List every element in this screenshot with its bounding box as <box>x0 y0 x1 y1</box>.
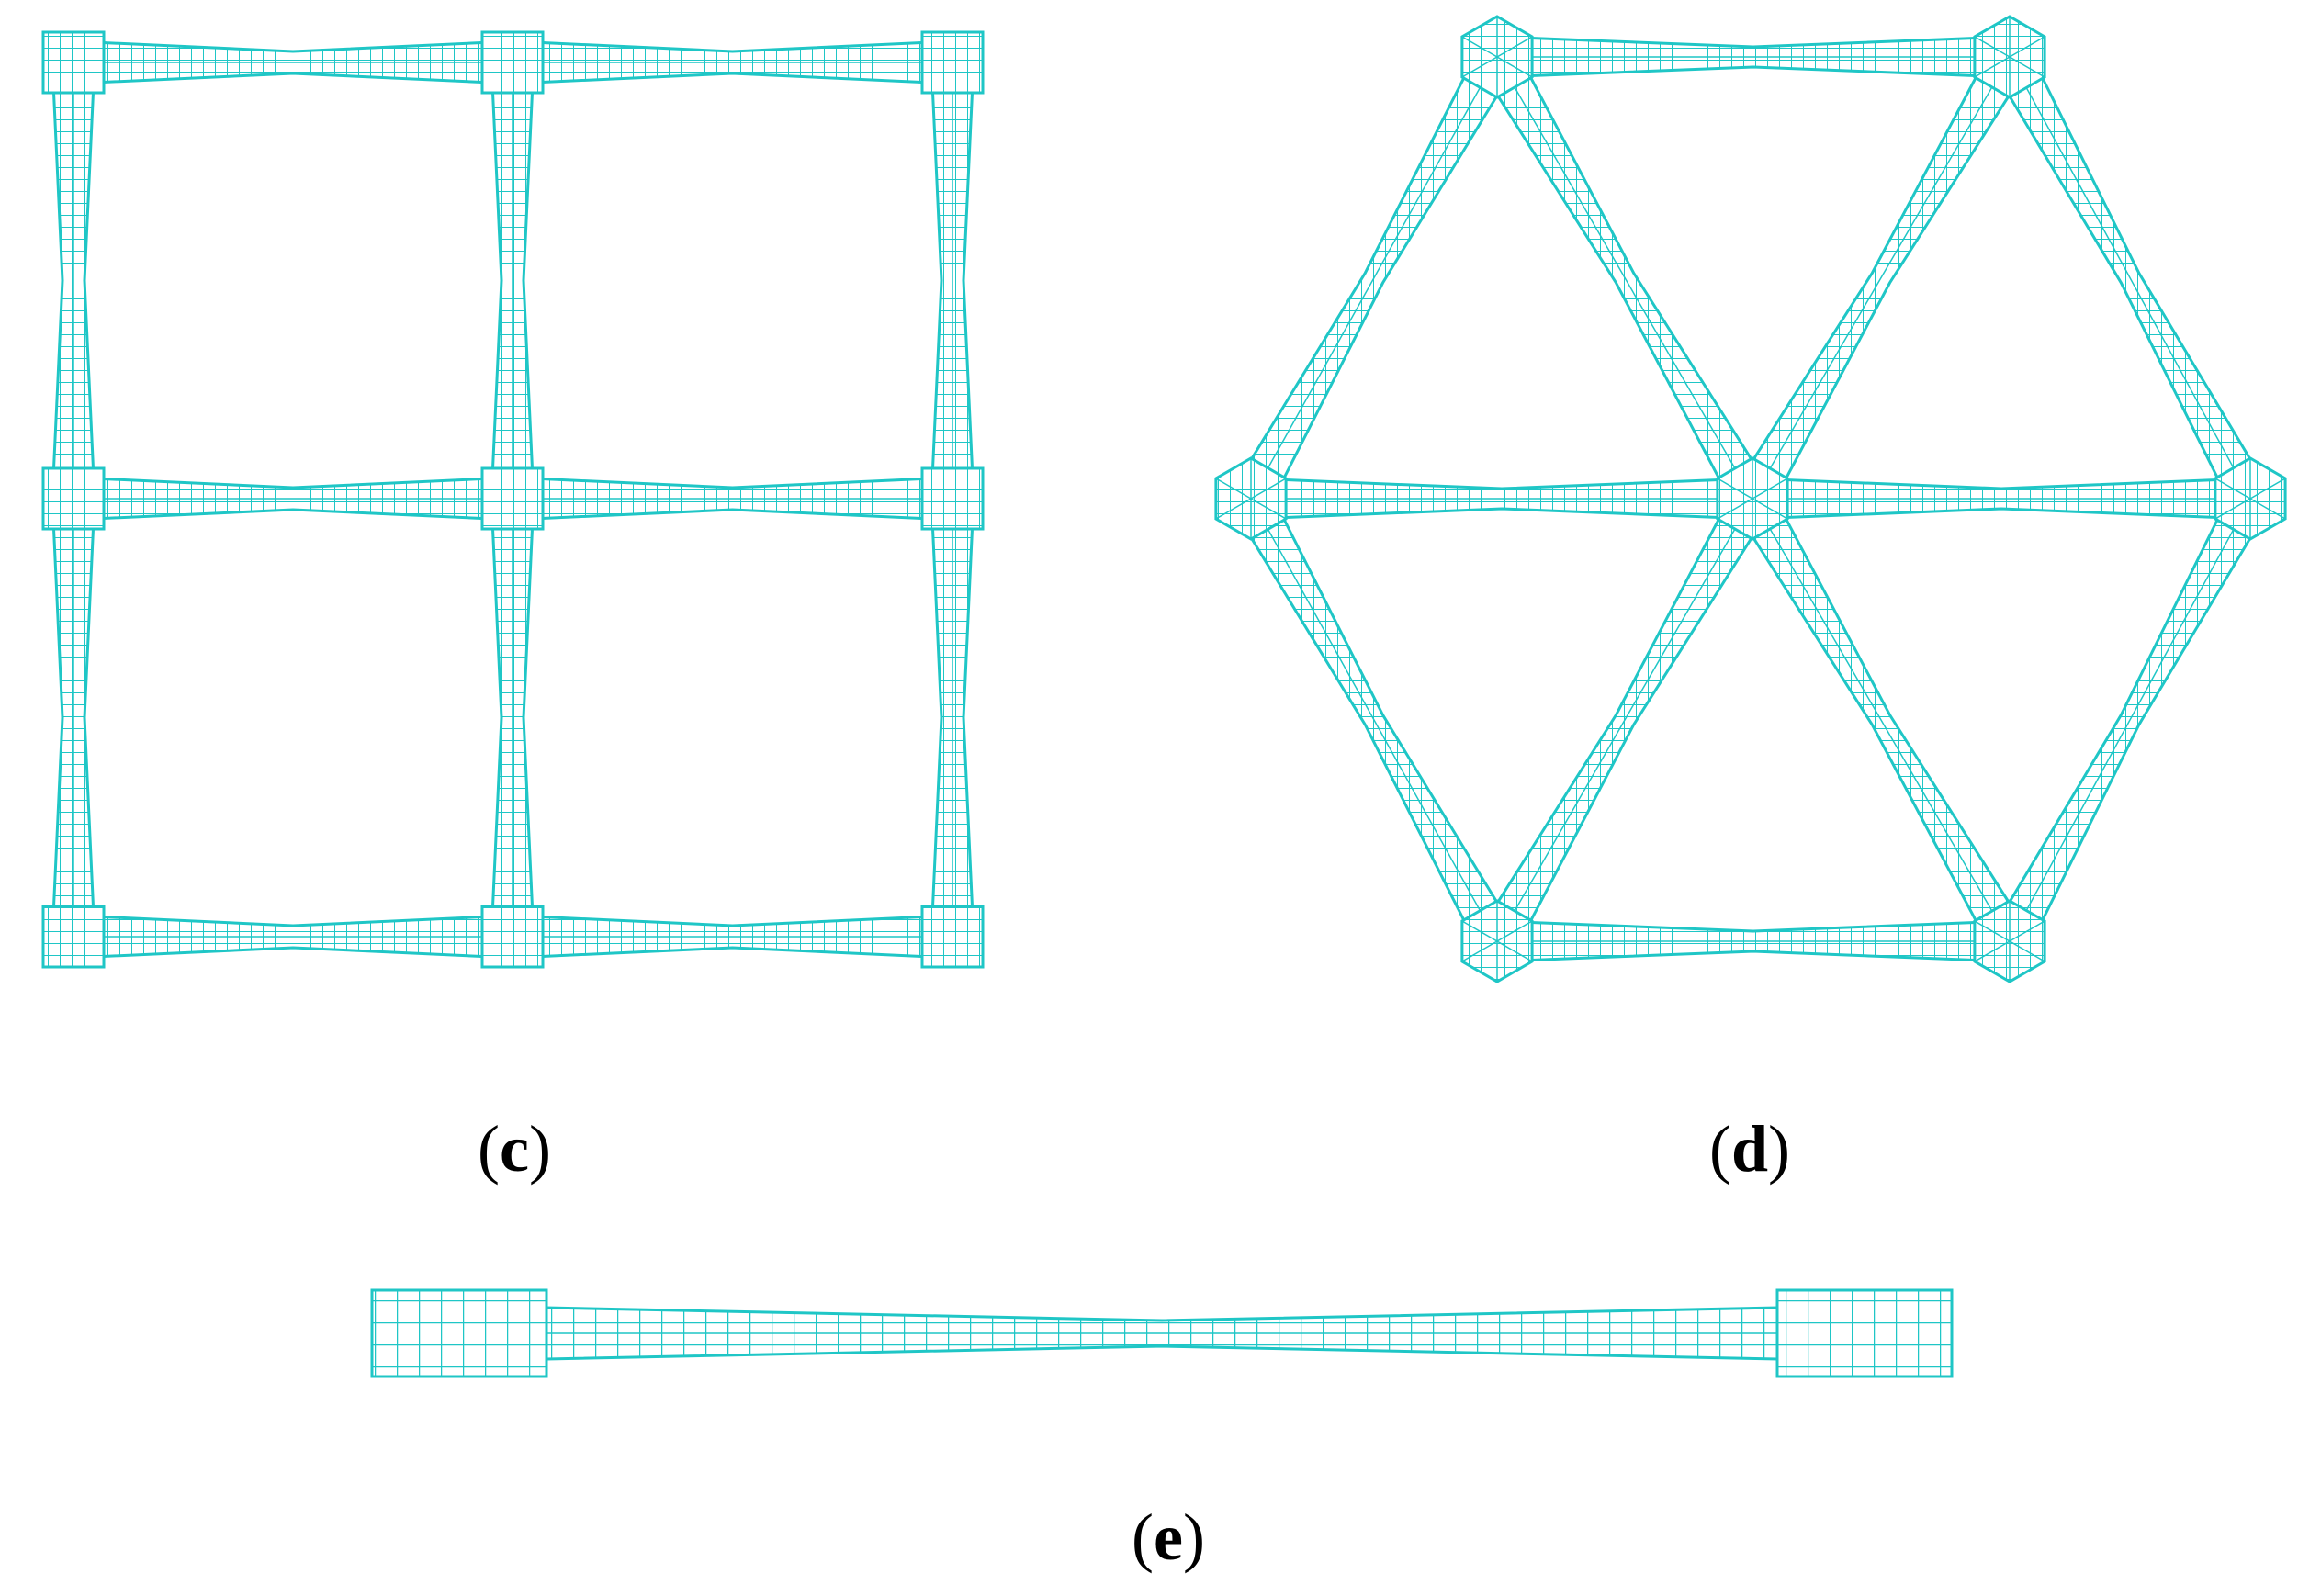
node-tl-spoke <box>1461 56 1498 78</box>
node-1-0 <box>41 466 106 531</box>
panel-label-e: (e) <box>1132 1500 1205 1574</box>
panel-d-triangular-lattice <box>1214 15 2287 983</box>
strut-r-br-seam <box>2009 498 2251 942</box>
panel-letter-c: c <box>500 1112 529 1186</box>
node-r-spoke <box>2249 498 2286 520</box>
node-c-spoke <box>1752 478 1788 500</box>
node-bl-spoke <box>1496 920 1533 942</box>
node-bl-spoke <box>1461 940 1498 962</box>
node-l-spoke <box>1215 498 1252 520</box>
panel-letter-e: e <box>1154 1500 1183 1574</box>
panel-letter-d: d <box>1731 1112 1768 1186</box>
strut-l-bl-seam <box>1250 498 1498 942</box>
panel-label-d: (d) <box>1709 1112 1790 1186</box>
node-c-spoke <box>1752 498 1788 520</box>
strut-tr-r-seam <box>2009 56 2251 500</box>
node-2-2 <box>920 905 985 969</box>
node-tl-spoke <box>1496 56 1533 78</box>
node-br-spoke <box>1974 940 2011 962</box>
node-2-1 <box>480 905 545 969</box>
node-br-spoke <box>2009 920 2045 942</box>
node-1-1 <box>480 466 545 531</box>
node-l-spoke <box>1250 478 1287 500</box>
node-c-spoke <box>1717 478 1753 500</box>
strut-c-br-seam <box>1752 498 2011 942</box>
end-block-left <box>370 1288 548 1378</box>
node-l-spoke <box>1250 498 1287 520</box>
node-c-spoke <box>1717 498 1753 520</box>
end-block-right <box>1775 1288 1954 1378</box>
node-0-2 <box>920 30 985 95</box>
node-tl-spoke <box>1461 36 1498 58</box>
panel-label-c: (c) <box>478 1112 551 1186</box>
strut-tr-c-seam <box>1752 56 2011 500</box>
node-tr-spoke <box>1974 56 2011 78</box>
panel-c-square-lattice <box>41 30 985 969</box>
node-0-0 <box>41 30 106 95</box>
node-r-spoke <box>2214 498 2251 520</box>
node-bl-spoke <box>1496 940 1533 962</box>
strut-tl-c-seam <box>1496 56 1753 500</box>
node-l-spoke <box>1215 478 1252 500</box>
strut-c-bl-seam <box>1496 498 1753 942</box>
node-r-spoke <box>2214 478 2251 500</box>
node-0-1 <box>480 30 545 95</box>
node-bl-spoke <box>1461 920 1498 942</box>
node-2-0 <box>41 905 106 969</box>
node-br-spoke <box>1974 920 2011 942</box>
node-tr-spoke <box>2009 56 2045 78</box>
node-tr-spoke <box>1974 36 2011 58</box>
node-br-spoke <box>2009 940 2045 962</box>
node-tr-spoke <box>2009 36 2045 58</box>
strut-tl-l-seam <box>1250 56 1498 500</box>
node-tl-spoke <box>1496 36 1533 58</box>
panel-e-single-strut <box>370 1288 1954 1378</box>
node-1-2 <box>920 466 985 531</box>
node-r-spoke <box>2249 478 2286 500</box>
